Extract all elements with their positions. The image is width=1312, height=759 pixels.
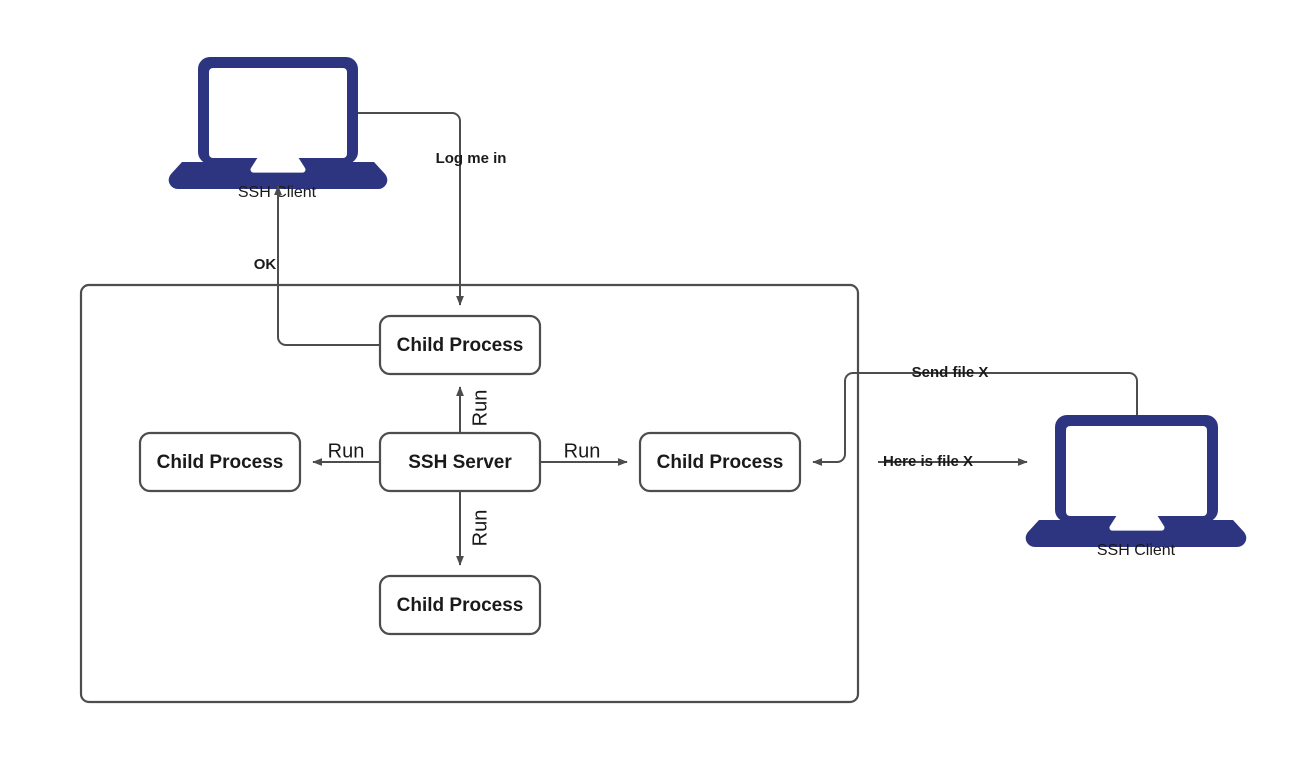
node-label-child-top: Child Process	[397, 335, 524, 356]
node-label-child-right: Child Process	[657, 452, 784, 473]
edge-label-ok: OK	[254, 256, 277, 273]
device-label-client-right: SSH Client	[1097, 542, 1176, 559]
laptop-icon-client-top	[168, 57, 388, 190]
edge-label-run-right: Run	[564, 440, 601, 462]
laptop-icon-client-right	[1025, 415, 1247, 548]
edge-send-file-x	[812, 372, 1138, 466]
server-host-container	[79, 283, 860, 704]
node-label-child-bottom: Child Process	[397, 595, 524, 616]
node-child-bottom[interactable]	[378, 574, 542, 636]
node-child-left[interactable]	[138, 431, 302, 493]
edge-label-send-file-x: Send file X	[912, 364, 989, 381]
edge-log-me-in	[358, 112, 464, 306]
edge-label-run-down: Run	[469, 510, 491, 547]
node-label-ssh-server: SSH Server	[408, 452, 512, 473]
edge-label-log-me-in: Log me in	[436, 150, 507, 167]
edge-label-run-left: Run	[328, 440, 365, 462]
node-label-child-left: Child Process	[157, 452, 284, 473]
edge-ok	[274, 185, 380, 346]
edge-label-run-up: Run	[469, 390, 491, 427]
node-child-right[interactable]	[638, 431, 802, 493]
edge-label-here-is-file-x: Here is file X	[883, 453, 973, 470]
